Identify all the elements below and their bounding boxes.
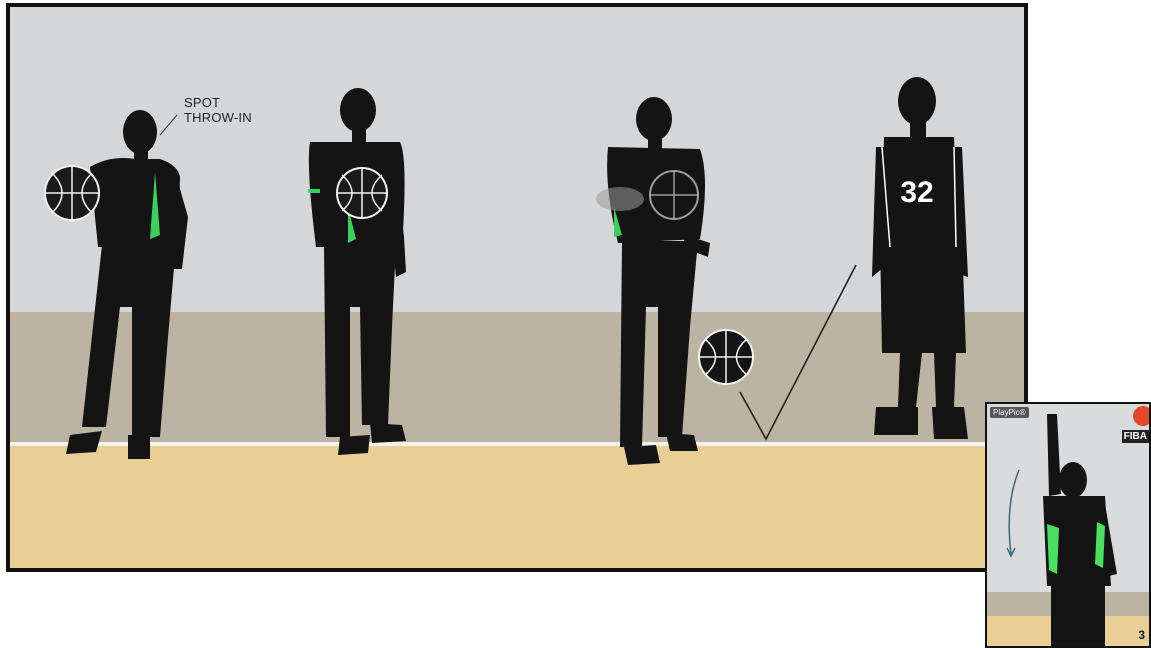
inset-signal-card: PlayPic® FIBA 3 (985, 402, 1151, 648)
page-number: 3 (1138, 628, 1145, 642)
scene-graphic: 32 (10, 7, 1024, 568)
fiba-logo-text: FIBA (1122, 430, 1149, 443)
bouncing-ball (699, 330, 753, 384)
main-illustration: 32 SPOT THROW-IN (6, 3, 1028, 572)
callout-line-2: THROW-IN (184, 110, 252, 125)
baseline (10, 442, 1024, 446)
brand-label: PlayPic® (990, 407, 1029, 418)
callout-line-1: SPOT (184, 95, 252, 110)
court-floor (10, 446, 1024, 568)
callout-label: SPOT THROW-IN (184, 95, 252, 125)
jersey-number: 32 (900, 176, 933, 209)
